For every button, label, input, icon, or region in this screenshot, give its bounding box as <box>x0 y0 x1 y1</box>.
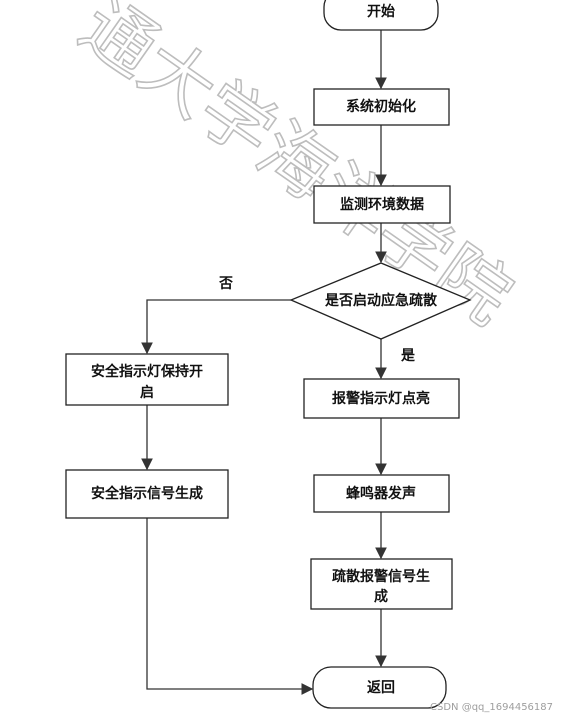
edge-label-yes: 是 <box>401 348 416 364</box>
csdn-credit: CSDN @qq_1694456187 <box>430 702 553 713</box>
edges <box>141 30 387 695</box>
edge-safesignal-return <box>146 518 314 695</box>
start-label: 开始 <box>367 3 395 20</box>
node-start: 开始 <box>323 0 439 31</box>
return-label: 返回 <box>367 679 395 696</box>
evac-signal-box <box>310 558 453 610</box>
alarm-light-label: 报警指示灯点亮 <box>332 390 430 407</box>
node-return: 返回 <box>312 666 447 709</box>
init-box <box>313 88 450 126</box>
evac-signal-label-line2: 成 <box>374 588 388 605</box>
safe-light-box <box>65 353 229 406</box>
init-label: 系统初始化 <box>346 98 416 115</box>
start-terminator <box>323 0 439 31</box>
node-alarm-light: 报警指示灯点亮 <box>303 378 460 419</box>
node-init: 系统初始化 <box>313 88 450 126</box>
node-buzzer: 蜂鸣器发声 <box>313 474 450 513</box>
node-monitor: 监测环境数据 <box>313 185 451 224</box>
decision-label: 是否启动应急疏散 <box>325 292 438 309</box>
buzzer-label: 蜂鸣器发声 <box>346 485 416 502</box>
safe-signal-box <box>65 469 229 519</box>
safe-signal-label: 安全指示信号生成 <box>91 485 203 502</box>
edge-decision-no <box>141 299 291 355</box>
monitor-label: 监测环境数据 <box>340 196 424 213</box>
edge-label-no: 否 <box>218 276 233 292</box>
evac-signal-label-line1: 疏散报警信号生 <box>332 568 430 585</box>
node-evac-signal: 疏散报警信号生 成 <box>310 558 453 610</box>
return-terminator <box>312 666 447 709</box>
watermark: 通大学海洋学院 <box>65 0 528 341</box>
watermark-text: 通大学海洋学院 <box>66 0 527 340</box>
alarm-light-box <box>303 378 460 419</box>
node-safe-signal: 安全指示信号生成 <box>65 469 229 519</box>
safe-light-label-line2: 启 <box>140 384 154 401</box>
node-safe-light: 安全指示灯保持开 启 <box>65 353 229 406</box>
monitor-box <box>313 185 451 224</box>
buzzer-box <box>313 474 450 513</box>
safe-light-label-line1: 安全指示灯保持开 <box>91 363 203 380</box>
node-decision: 是否启动应急疏散 <box>289 262 472 340</box>
decision-diamond <box>289 262 472 340</box>
